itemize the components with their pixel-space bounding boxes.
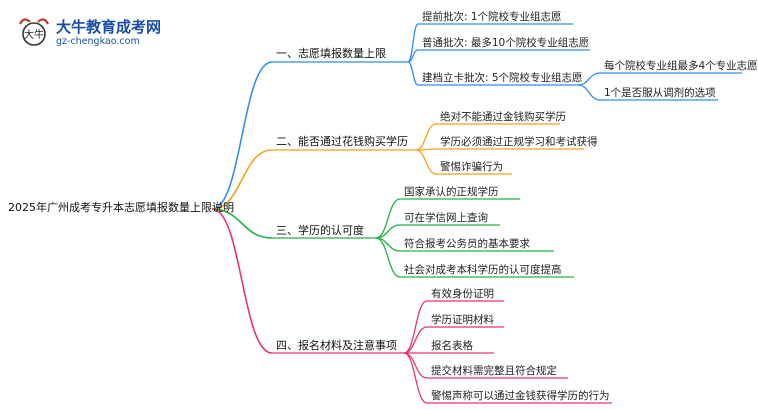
- link-s1-item-1: [407, 23, 419, 63]
- link-s4-item-4: [403, 352, 428, 379]
- section-1-item-3: 建档立卡批次: 5个院校专业组志愿: [422, 72, 583, 84]
- section-1-item-1: 提前批次: 1个院校专业组志愿: [422, 11, 562, 23]
- section-2-item-2: 学历必须通过正规学习和考试获得: [440, 136, 598, 148]
- link-s1-item-2: [407, 49, 419, 63]
- section-2-item-1: 绝对不能通过金钱购买学历: [440, 111, 566, 123]
- bull-logo-icon: 大牛: [19, 18, 49, 46]
- section-4-item-4: 提交材料需完整且符合规定: [431, 365, 557, 377]
- link-root-section-2: [211, 149, 273, 210]
- section-2-item-3: 警惕诈骗行为: [440, 161, 503, 173]
- section-4-item-1: 有效身份证明: [431, 288, 494, 300]
- link-s1-item-3: [407, 61, 419, 86]
- section-3-item-4: 社会对成考本科学历的认可度提高: [404, 264, 562, 276]
- section-1-label: 一、志愿填报数量上限: [276, 47, 386, 60]
- link-s3-item-1: [375, 198, 401, 239]
- section-4-label: 四、报名材料及注意事项: [276, 339, 397, 352]
- section-3-item-1: 国家承认的正规学历: [404, 186, 499, 198]
- link-s2-item-3: [415, 149, 437, 175]
- section-3-item-2: 可在学信网上查询: [404, 212, 488, 224]
- logo-title: 大牛教育成考网: [56, 18, 162, 36]
- logo-mark-text: 大牛: [24, 28, 44, 41]
- section-1-item-2: 普通批次: 最多10个院校专业组志愿: [422, 37, 590, 49]
- section-3-label: 三、学历的认可度: [276, 224, 364, 237]
- section-2-label: 二、能否通过花钱购买学历: [276, 135, 408, 148]
- section-4-item-2: 学历证明材料: [431, 314, 494, 326]
- section-3-item-3: 符合报考公务员的基本要求: [404, 238, 530, 250]
- link-root-section-4: [211, 208, 273, 354]
- link-s3-item-4: [375, 237, 401, 278]
- link-s2-item-1: [415, 123, 437, 151]
- logo-url: gz-chengkao.com: [56, 36, 140, 47]
- link-s4-item-1: [403, 300, 428, 354]
- section-1-item-3-sub-1: 每个院校专业组最多4个专业志愿: [604, 60, 758, 72]
- brand-logo: 大牛 大牛教育成考网 gz-chengkao.com: [16, 14, 166, 54]
- section-4-item-3: 报名表格: [431, 340, 473, 352]
- link-root-section-3: [211, 208, 273, 239]
- section-1-item-3-sub-2: 1个是否服从调剂的选项: [604, 87, 716, 99]
- root-topic: 2025年广州成考专升本志愿填报数量上限说明: [8, 201, 234, 214]
- link-root-section-1: [211, 61, 273, 210]
- link-s1-item-3-sub-2: [577, 84, 601, 101]
- link-s4-item-2: [403, 326, 428, 354]
- section-4-item-5: 警惕声称可以通过金钱获得学历的行为: [431, 390, 610, 402]
- link-s4-item-5: [403, 352, 428, 404]
